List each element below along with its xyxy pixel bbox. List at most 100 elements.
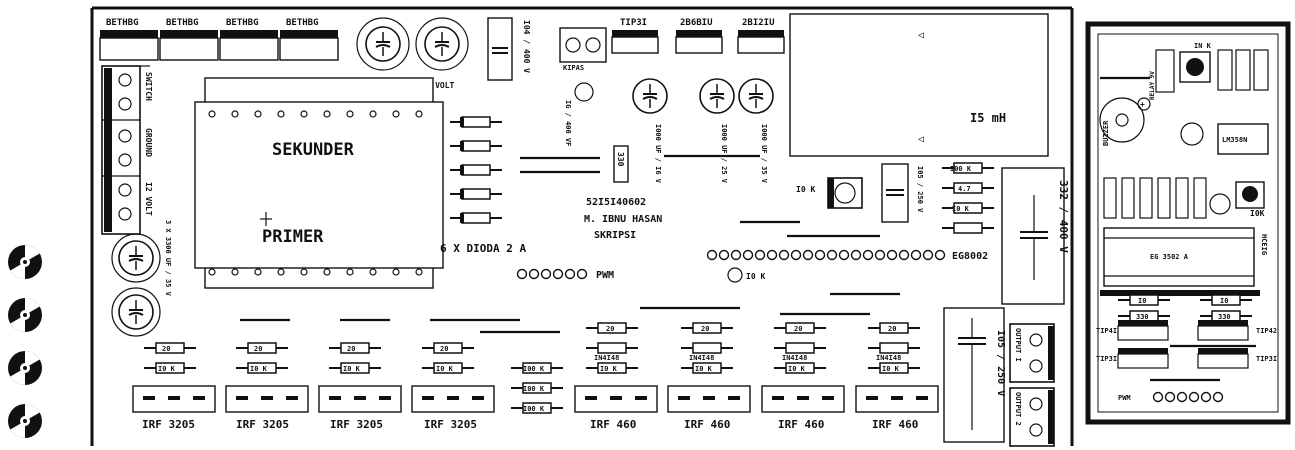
output-terminal (1009, 323, 1055, 383)
resistor-label: I0 K (882, 365, 900, 373)
resistor-label: 20 (794, 325, 802, 333)
side-pot-label: I0K (1250, 209, 1265, 218)
relay-label: RELAY 9V (1149, 71, 1156, 100)
switch-terminal-block: SWITCH GROUND I2 VOLT (101, 65, 153, 235)
side-chip-label: EG 3502 A (1150, 253, 1189, 261)
ic-label: EG8002 (952, 251, 988, 262)
pot-label: I0 K (746, 272, 765, 281)
resistor-label: I0 K (250, 365, 268, 373)
side-ic-label: LM358N (1222, 136, 1247, 144)
svg-text:◁: ◁ (918, 134, 924, 145)
side-resistor-label: I0 (1138, 297, 1146, 305)
side-pwm-label: PWM (1118, 394, 1131, 402)
left-resistor-columns: 20 20 20 20 I0 K I0 K I0 K I0 K (143, 342, 475, 374)
cap-250v-label: I05 / 250 V (916, 166, 924, 213)
resistor-label: 20 (606, 325, 614, 333)
resistor-330 (613, 145, 629, 183)
cap-value: I000 UF / 35 V (760, 124, 768, 184)
resistor-label: I0 K (600, 365, 618, 373)
resistor-label: I00 K (523, 385, 545, 393)
mosfet-label: IRF 460 (590, 418, 636, 431)
side-capacitor (1180, 122, 1204, 146)
big-cap-label: 332 / 400 V (1057, 180, 1070, 253)
volt-label: I2 VOLT (144, 182, 153, 216)
side-transistor-label: TIP42 (1256, 327, 1277, 335)
diode-label: 6 X DIODA 2 A (440, 242, 526, 255)
side-ic (1217, 123, 1269, 155)
electrolytic-capacitor (699, 78, 735, 114)
buzzer-label: BUZZER (1102, 120, 1110, 146)
output-label: OUTPUT 2 (1014, 392, 1022, 426)
transformer-primary: PRIMER (262, 227, 324, 247)
relay (1155, 49, 1175, 93)
side-ic-right: HCEIG (1260, 234, 1268, 255)
diode-bank: 6 X DIODA 2 A (440, 116, 526, 255)
margin-icons (8, 245, 42, 438)
side-board: IN K + BUZZER RELAY 9V LM358N I0K (1085, 21, 1291, 425)
right-resistor-columns: 20 20 20 20 IN4I48 IN4I48 IN4I48 IN4I48 … (585, 322, 921, 374)
side-transistor-label: TIP4I (1096, 327, 1117, 335)
transformer-secondary: SEKUNDER (272, 140, 355, 160)
heatsink-label: BETHBG (286, 18, 319, 28)
inductor (789, 13, 1049, 157)
svg-text:◁: ◁ (918, 30, 924, 41)
diode-label: IN4I48 (876, 354, 901, 362)
large-film-capacitor (1001, 167, 1065, 305)
electrolytic-capacitor (738, 78, 774, 114)
disc-icon (8, 245, 42, 279)
top-transistors: TIP3I 2B6BIU 2BI2IU (611, 18, 785, 54)
side-top-label: IN K (1194, 42, 1212, 50)
resistor-label: I0 K (695, 365, 713, 373)
side-transistor-label: TIP3I (1256, 355, 1277, 363)
electrolytic-capacitor (118, 294, 154, 330)
disc-icon (8, 351, 42, 385)
resistor-label: I0 K (788, 365, 806, 373)
side-pwm-header: PWM (1118, 391, 1224, 403)
capacitor-outline (356, 17, 410, 71)
mosfet-label: IRF 460 (684, 418, 730, 431)
transistor-label: 2B6BIU (680, 18, 713, 28)
resistor-label: I00 K (950, 165, 972, 173)
resistor-label: I0 K (343, 365, 361, 373)
electrolytic-capacitor (118, 240, 154, 276)
resistor-label: 20 (254, 345, 262, 353)
disc-icon (8, 404, 42, 438)
capacitor-outline (415, 17, 469, 71)
electrolytic-capacitor (424, 26, 460, 62)
cap-400v-label: I04 / 400 V (522, 20, 531, 73)
diode-label: IN4I48 (594, 354, 619, 362)
resistor-label: 20 (440, 345, 448, 353)
cap-value: I000 UF / 25 V (720, 124, 728, 184)
disc-icon (8, 298, 42, 332)
mosfet-label: IRF 3205 (330, 418, 383, 431)
ic-header: EG8002 (706, 249, 988, 262)
cap-value: I000 UF / I6 V (654, 124, 662, 184)
mosfet-row: IRF 3205 IRF 3205 IRF 3205 IRF 3205 IRF … (132, 385, 939, 431)
resistor-label: 4.7 (958, 185, 971, 193)
resistor-label: 20 (347, 345, 355, 353)
thesis-number: 52I5I40602 (586, 197, 646, 208)
diode-label: IN4I48 (689, 354, 714, 362)
transistor-label: 2BI2IU (742, 18, 775, 28)
side-resistor-label: 330 (1136, 313, 1149, 321)
transformer: SEKUNDER PRIMER (194, 77, 444, 289)
side-transistor-label: TIP3I (1096, 355, 1117, 363)
cap-value: IG / 400 VF (564, 100, 572, 146)
author-name: M. IBNU HASAN (584, 214, 662, 225)
inductor-label: I5 mH (970, 111, 1006, 125)
thesis-label: SKRIPSI (594, 230, 636, 241)
resistor-label: I00 K (523, 365, 545, 373)
mosfet-label: IRF 460 (778, 418, 824, 431)
mosfet-label: IRF 3205 (142, 418, 195, 431)
film-capacitor (881, 163, 909, 223)
mosfet-label: IRF 3205 (424, 418, 477, 431)
resistor-label: I0 K (158, 365, 176, 373)
main-board: BETHBG BETHBG BETHBG BETHBG 2 X 33 UF / … (90, 6, 1074, 447)
heatsink-label: BETHBG (166, 18, 199, 28)
resistor-label: I00 K (523, 405, 545, 413)
trimmer-label: I0 K (796, 185, 815, 194)
svg-text:+: + (1140, 100, 1145, 109)
potentiometer (727, 267, 743, 283)
resistor-label: 330 (616, 152, 625, 167)
heatsink-label: BETHBG (226, 18, 259, 28)
